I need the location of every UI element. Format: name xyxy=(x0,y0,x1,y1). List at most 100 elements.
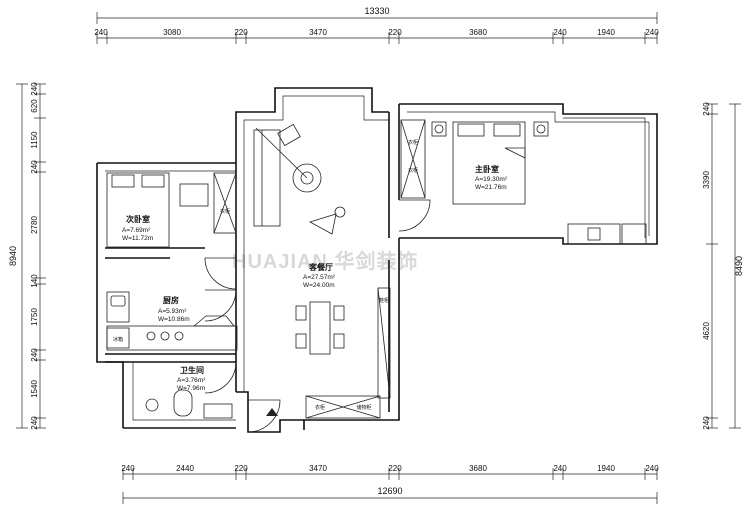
top-seg-1: 3080 xyxy=(163,28,181,37)
bedspread-fold xyxy=(504,147,526,159)
wardrobe-master xyxy=(400,119,426,199)
pillow-icon xyxy=(493,123,521,137)
lamp-icon xyxy=(536,124,546,134)
master-bedroom-area: A=19.30m² xyxy=(475,176,508,183)
second-bedroom-door xyxy=(204,257,237,290)
cabinet xyxy=(621,223,647,245)
bath-door xyxy=(204,361,237,394)
bathroom-perimeter: W=7.96m xyxy=(177,385,205,392)
stove-burner-icon xyxy=(146,331,156,341)
bathroom: 卫生间 A=3.76m² W=7.96m xyxy=(145,365,233,419)
master-bedroom-perimeter: W=21.76m xyxy=(475,184,507,191)
left-seg-2: 1150 xyxy=(30,131,39,149)
storage-cabinet xyxy=(305,395,381,419)
living-dining: 鞋柜 衣柜 储物柜 客餐厅 A=27.57m² W=24.00m xyxy=(253,123,391,419)
top-total-label: 13330 xyxy=(364,6,389,16)
secondary-bedroom-name: 次卧室 xyxy=(126,214,150,224)
entry-door xyxy=(247,399,281,433)
fridge xyxy=(106,327,130,349)
lamp-icon xyxy=(434,124,444,134)
master-door-swing xyxy=(398,199,431,232)
bathroom-name: 卫生间 xyxy=(180,365,204,375)
left-seg-7: 240 xyxy=(30,348,39,362)
sink-icon xyxy=(106,291,130,323)
fridge-label: 冰箱 xyxy=(113,336,123,343)
left-seg-6: 1750 xyxy=(30,308,39,326)
pillow-icon xyxy=(457,123,485,137)
secondary-bedroom: 衣柜 次卧室 A=7.69m² W=11.72m xyxy=(106,172,237,248)
kitchen-door xyxy=(204,289,237,322)
top-seg-3: 3470 xyxy=(309,28,327,37)
top-seg-0: 240 xyxy=(94,28,108,37)
left-total-label: 8940 xyxy=(8,246,18,266)
right-seg-1: 3390 xyxy=(702,171,711,189)
bottom-seg-5: 3680 xyxy=(469,464,487,473)
cabinet-along-wall xyxy=(377,287,391,399)
right-total-label: 8490 xyxy=(734,256,744,276)
living-dining-name: 客餐厅 xyxy=(308,262,333,272)
bottom-seg-8: 240 xyxy=(645,464,659,473)
secondary-bedroom-perimeter: W=11.72m xyxy=(122,235,153,242)
pillow-icon xyxy=(141,174,165,188)
secondary-bedroom-area: A=7.69m² xyxy=(122,227,151,234)
top-seg-4: 220 xyxy=(388,28,402,37)
pillow-icon xyxy=(111,174,135,188)
bottom-total-label: 12690 xyxy=(377,486,402,496)
round-coffee-table xyxy=(292,163,322,193)
doors xyxy=(204,199,431,433)
top-seg-8: 240 xyxy=(645,28,659,37)
toilet-icon xyxy=(173,389,193,417)
left-seg-8: 1540 xyxy=(30,380,39,398)
stove-burner-icon xyxy=(174,331,184,341)
walls xyxy=(96,87,658,433)
kitchen-area: A=5.93m² xyxy=(158,308,187,315)
basin-icon xyxy=(587,227,601,241)
bottom-dimension-chain: 240 2440 220 3470 220 3680 240 1940 240 … xyxy=(121,464,659,504)
bottom-seg-7: 1940 xyxy=(597,464,615,473)
wardrobe-label: 衣柜 xyxy=(220,208,230,215)
floor-drain-icon xyxy=(145,398,159,412)
right-seg-3: 240 xyxy=(702,416,711,430)
bottom-seg-3: 3470 xyxy=(309,464,327,473)
nightstand xyxy=(533,121,549,137)
left-dimension-chain: 8940 240 620 1150 240 2780 140 1750 240 … xyxy=(8,82,46,430)
master-bedroom-name: 主卧室 xyxy=(475,164,499,174)
left-seg-1: 620 xyxy=(30,99,39,113)
living-dining-perimeter: W=24.00m xyxy=(303,282,335,289)
stove-burner-icon xyxy=(160,331,170,341)
left-seg-4: 2780 xyxy=(30,216,39,234)
bottom-seg-1: 2440 xyxy=(176,464,194,473)
top-seg-7: 1940 xyxy=(597,28,615,37)
wardrobe-label: 衣柜 xyxy=(408,167,418,174)
basin-icon xyxy=(203,403,233,419)
wardrobe-label: 衣柜 xyxy=(315,404,325,411)
top-seg-5: 3680 xyxy=(469,28,487,37)
counter xyxy=(106,325,238,351)
storage-label: 储物柜 xyxy=(356,404,371,411)
bottom-seg-2: 220 xyxy=(234,464,248,473)
single-bed xyxy=(106,172,170,248)
top-seg-6: 240 xyxy=(553,28,567,37)
shoe-cabinet-label: 鞋柜 xyxy=(379,297,389,304)
kitchen-perimeter: W=10.86m xyxy=(158,316,190,323)
bottom-seg-4: 220 xyxy=(388,464,402,473)
left-seg-9: 240 xyxy=(30,416,39,430)
kitchen: 冰箱 厨房 A=5.93m² W=10.86m xyxy=(106,291,238,351)
sofa xyxy=(253,129,281,227)
bottom-seg-6: 240 xyxy=(553,464,567,473)
top-dimension-chain: 13330 240 3080 220 3470 220 3680 240 194… xyxy=(94,6,659,44)
wardrobe-label: 衣柜 xyxy=(408,139,418,146)
bathroom-area: A=3.76m² xyxy=(177,377,206,384)
entry-arrow-icon xyxy=(266,408,278,416)
kitchen-name: 厨房 xyxy=(163,295,179,305)
right-seg-0: 240 xyxy=(702,102,711,116)
watermark: HUAJIAN 华剑装饰 xyxy=(232,249,418,273)
vanity xyxy=(567,223,621,245)
side-table xyxy=(277,123,301,147)
right-seg-2: 4620 xyxy=(702,322,711,340)
dining-table xyxy=(309,301,331,355)
left-seg-3: 240 xyxy=(30,160,39,174)
nightstand xyxy=(431,121,447,137)
double-bed xyxy=(452,121,526,205)
